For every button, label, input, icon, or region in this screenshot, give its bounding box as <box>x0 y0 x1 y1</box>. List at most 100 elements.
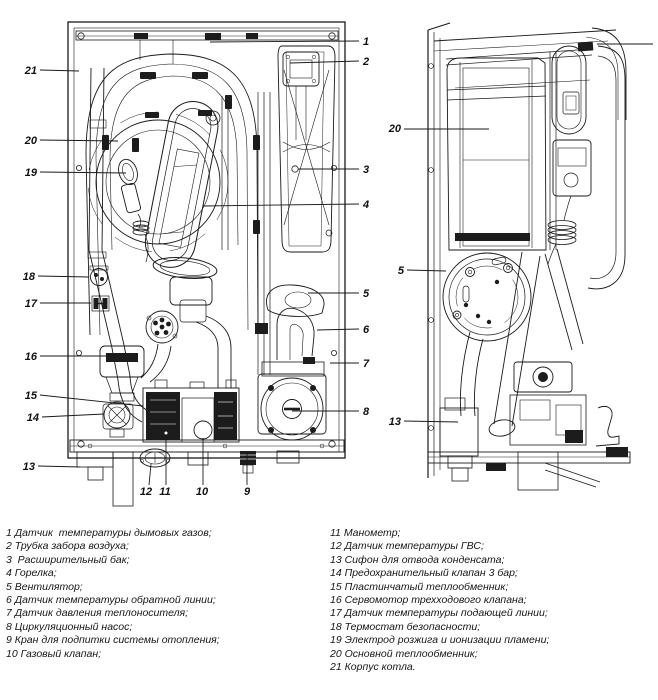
burner-flange-side <box>442 252 532 342</box>
callout-10: 10 <box>196 486 209 498</box>
air-intake-tube <box>282 51 320 140</box>
leader-line-20 <box>39 139 119 142</box>
leader-line-4 <box>202 203 360 207</box>
callout-right-20: 20 <box>388 123 402 135</box>
legend-item: 14 Предохранительный клапан 3 бар; <box>330 567 518 580</box>
leader-line-1 <box>209 40 360 43</box>
gas-valve-port <box>193 420 213 440</box>
side-vessel-and-pipes <box>547 45 626 447</box>
side-pipes <box>459 248 584 437</box>
safety-thermostat <box>90 268 108 286</box>
gas-valve <box>142 379 240 443</box>
callout-2: 2 <box>362 56 369 68</box>
callout-21: 21 <box>24 65 37 77</box>
supply-pipe <box>87 67 151 423</box>
leader-lines <box>37 40 653 486</box>
callout-6: 6 <box>363 324 370 336</box>
burner-assembly <box>144 101 219 268</box>
side-casing <box>427 22 627 478</box>
leader-line-right-13 <box>403 420 459 423</box>
sensor-wire-coil <box>547 220 577 265</box>
legend-item: 15 Пластинчатый теплообменник; <box>330 580 509 593</box>
burner-flange <box>152 257 218 279</box>
legend-item: 8 Циркуляционный насос; <box>6 620 133 633</box>
leader-line-12 <box>148 463 152 486</box>
legend-item: 16 Сервомотор трехходового клапана; <box>330 594 527 607</box>
fan <box>145 276 213 344</box>
callout-13: 13 <box>23 461 35 473</box>
leader-line-6 <box>316 328 360 331</box>
leader-line-14 <box>41 413 105 418</box>
legend-column-left: 1 Датчик температуры дымовых газов; 2 Тр… <box>6 527 321 661</box>
callout-numbers: 21 20 19 18 17 16 15 14 13 1 2 3 4 5 6 7… <box>23 36 405 498</box>
legend-item: 10 Газовый клапан; <box>6 647 102 660</box>
legend-item: 5 Вентилятор; <box>6 580 83 593</box>
legend-item: 21 Корпус котла. <box>330 661 416 674</box>
condensate-siphon <box>439 397 479 482</box>
callout-right-13: 13 <box>389 416 401 428</box>
callout-15: 15 <box>25 390 38 402</box>
legend-item: 3 Расширительный бак; <box>6 553 130 566</box>
legend-item: 6 Датчик температуры обратной линии; <box>6 594 216 607</box>
legend-item: 9 Кран для подпитки системы отопления; <box>6 634 220 647</box>
callout-12: 12 <box>140 486 152 498</box>
boiler-front-view <box>67 21 346 507</box>
air-duct <box>85 53 260 336</box>
bracket-hook <box>595 405 620 447</box>
siphon-trap <box>139 448 171 468</box>
fan-volute <box>266 284 325 317</box>
callout-right-5: 5 <box>398 265 405 277</box>
legend-item: 1 Датчик температуры дымовых газов; <box>6 527 212 539</box>
circulation-pump <box>257 357 327 441</box>
callout-1: 1 <box>363 36 369 48</box>
callout-3: 3 <box>363 164 369 176</box>
callout-7: 7 <box>363 358 370 370</box>
legend-item: 11 Манометр; <box>330 527 401 539</box>
legend-item: 17 Датчик температуры подающей линии; <box>330 607 548 620</box>
leader-line-15 <box>39 394 144 407</box>
legend-item: 19 Электрод розжига и ионизации пламени; <box>330 634 550 647</box>
callout-11: 11 <box>159 486 170 498</box>
legend-item: 4 Горелка; <box>6 567 57 580</box>
leader-line-18 <box>37 275 90 278</box>
boiler-casing <box>67 21 346 459</box>
callout-16: 16 <box>25 351 38 363</box>
legend-item: 12 Датчик температуры ГВС; <box>330 540 484 553</box>
callout-4: 4 <box>362 199 369 211</box>
leader-line-13 <box>37 465 81 468</box>
side-hydraulic-block <box>427 361 631 491</box>
connection-pipes <box>140 284 325 388</box>
callout-5: 5 <box>363 288 370 300</box>
leader-line-19 <box>39 171 127 174</box>
main-heat-exchanger-front <box>87 111 229 253</box>
water-pressure-sensor <box>303 357 315 364</box>
callout-14: 14 <box>27 412 39 424</box>
legend-item: 18 Термостат безопасности; <box>330 620 481 633</box>
main-heat-exchanger <box>446 52 591 251</box>
legend-item: 7 Датчик давления теплоносителя; <box>6 607 189 620</box>
condensate-outlet <box>76 451 114 468</box>
return-temp-sensor <box>255 323 268 334</box>
callout-9: 9 <box>244 486 251 498</box>
callout-18: 18 <box>23 271 36 283</box>
legend-item: 2 Трубка забора воздуха; <box>6 540 129 553</box>
safety-valve-3bar <box>102 401 134 438</box>
callout-20: 20 <box>24 135 38 147</box>
legend-item: 13 Сифон для отвода конденсата; <box>330 553 505 566</box>
legend-column-right: 11 Манометр; 12 Датчик температуры ГВС; … <box>330 527 655 674</box>
leader-line-right-5 <box>406 269 447 272</box>
ignition-electrode <box>118 158 150 263</box>
leader-line-21 <box>39 69 80 72</box>
leader-line-2 <box>289 60 360 64</box>
three-way-valve-servo <box>99 345 145 402</box>
flow-temp-sensor <box>91 295 110 312</box>
callout-17: 17 <box>25 298 38 310</box>
boiler-side-view <box>427 22 631 491</box>
callout-8: 8 <box>363 406 370 418</box>
legend-item: 20 Основной теплообменник; <box>330 647 478 660</box>
top-bar <box>75 30 339 64</box>
bottom-frame <box>69 439 345 507</box>
callout-19: 19 <box>25 167 38 179</box>
filling-valve <box>240 451 256 474</box>
